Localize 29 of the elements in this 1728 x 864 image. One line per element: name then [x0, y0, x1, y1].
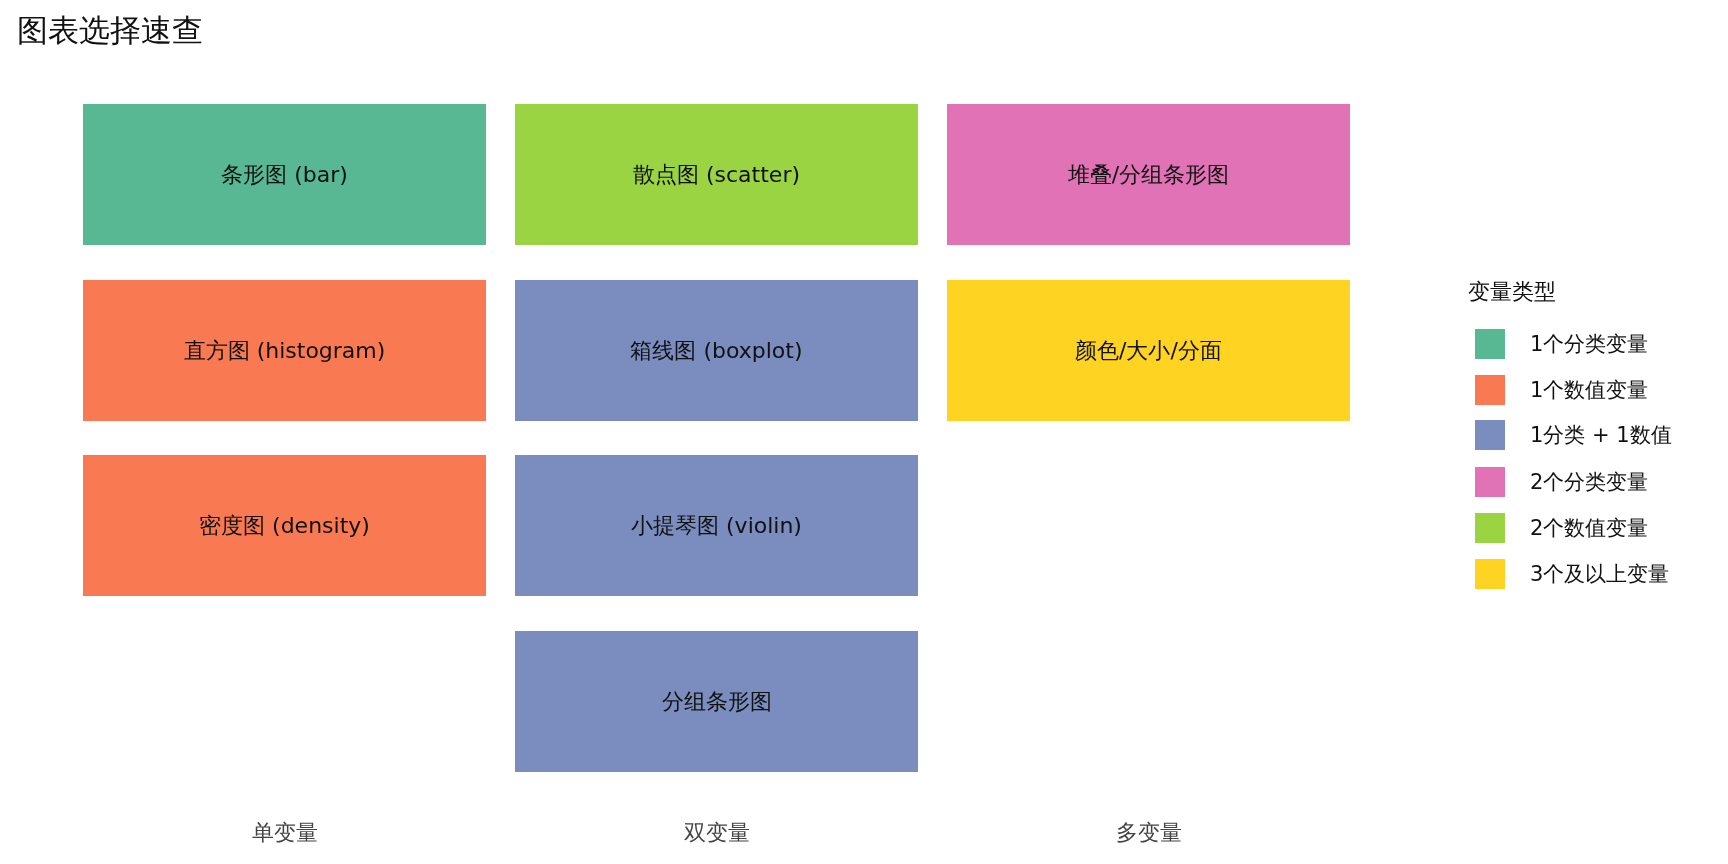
legend-label: 1分类 + 1数值 [1530, 422, 1672, 449]
chart-title: 图表选择速查 [17, 11, 203, 50]
chart-type-tile [515, 104, 918, 245]
legend-label: 2个数值变量 [1530, 515, 1649, 542]
chart-type-tile [947, 104, 1350, 245]
legend-label: 1个数值变量 [1530, 377, 1649, 404]
tile-label: 条形图 (bar) [221, 160, 348, 189]
column-label: 双变量 [682, 819, 751, 847]
chart-type-tile [515, 280, 918, 421]
tile-label: 密度图 (density) [199, 511, 370, 540]
legend-label: 1个分类变量 [1530, 331, 1649, 358]
tile-label: 颜色/大小/分面 [1075, 336, 1222, 365]
chart-type-tile [515, 631, 918, 772]
chart-type-tile [83, 104, 486, 245]
chart-type-tile [515, 455, 918, 596]
chart-type-tile [83, 280, 486, 421]
chart-type-tile [83, 455, 486, 596]
tile-label: 分组条形图 [661, 687, 772, 716]
legend-label: 3个及以上变量 [1530, 561, 1670, 588]
tile-label: 堆叠/分组条形图 [1067, 160, 1230, 189]
tile-label: 散点图 (scatter) [633, 160, 800, 189]
tile-label: 箱线图 (boxplot) [630, 336, 803, 365]
legend-label: 2个分类变量 [1530, 469, 1649, 496]
chart-type-tile [947, 280, 1350, 421]
column-label: 多变量 [1114, 819, 1183, 847]
tile-label: 小提琴图 (violin) [631, 511, 802, 540]
column-label: 单变量 [250, 819, 319, 847]
tile-label: 直方图 (histogram) [183, 336, 386, 365]
legend-title: 变量类型 [1468, 278, 1556, 306]
